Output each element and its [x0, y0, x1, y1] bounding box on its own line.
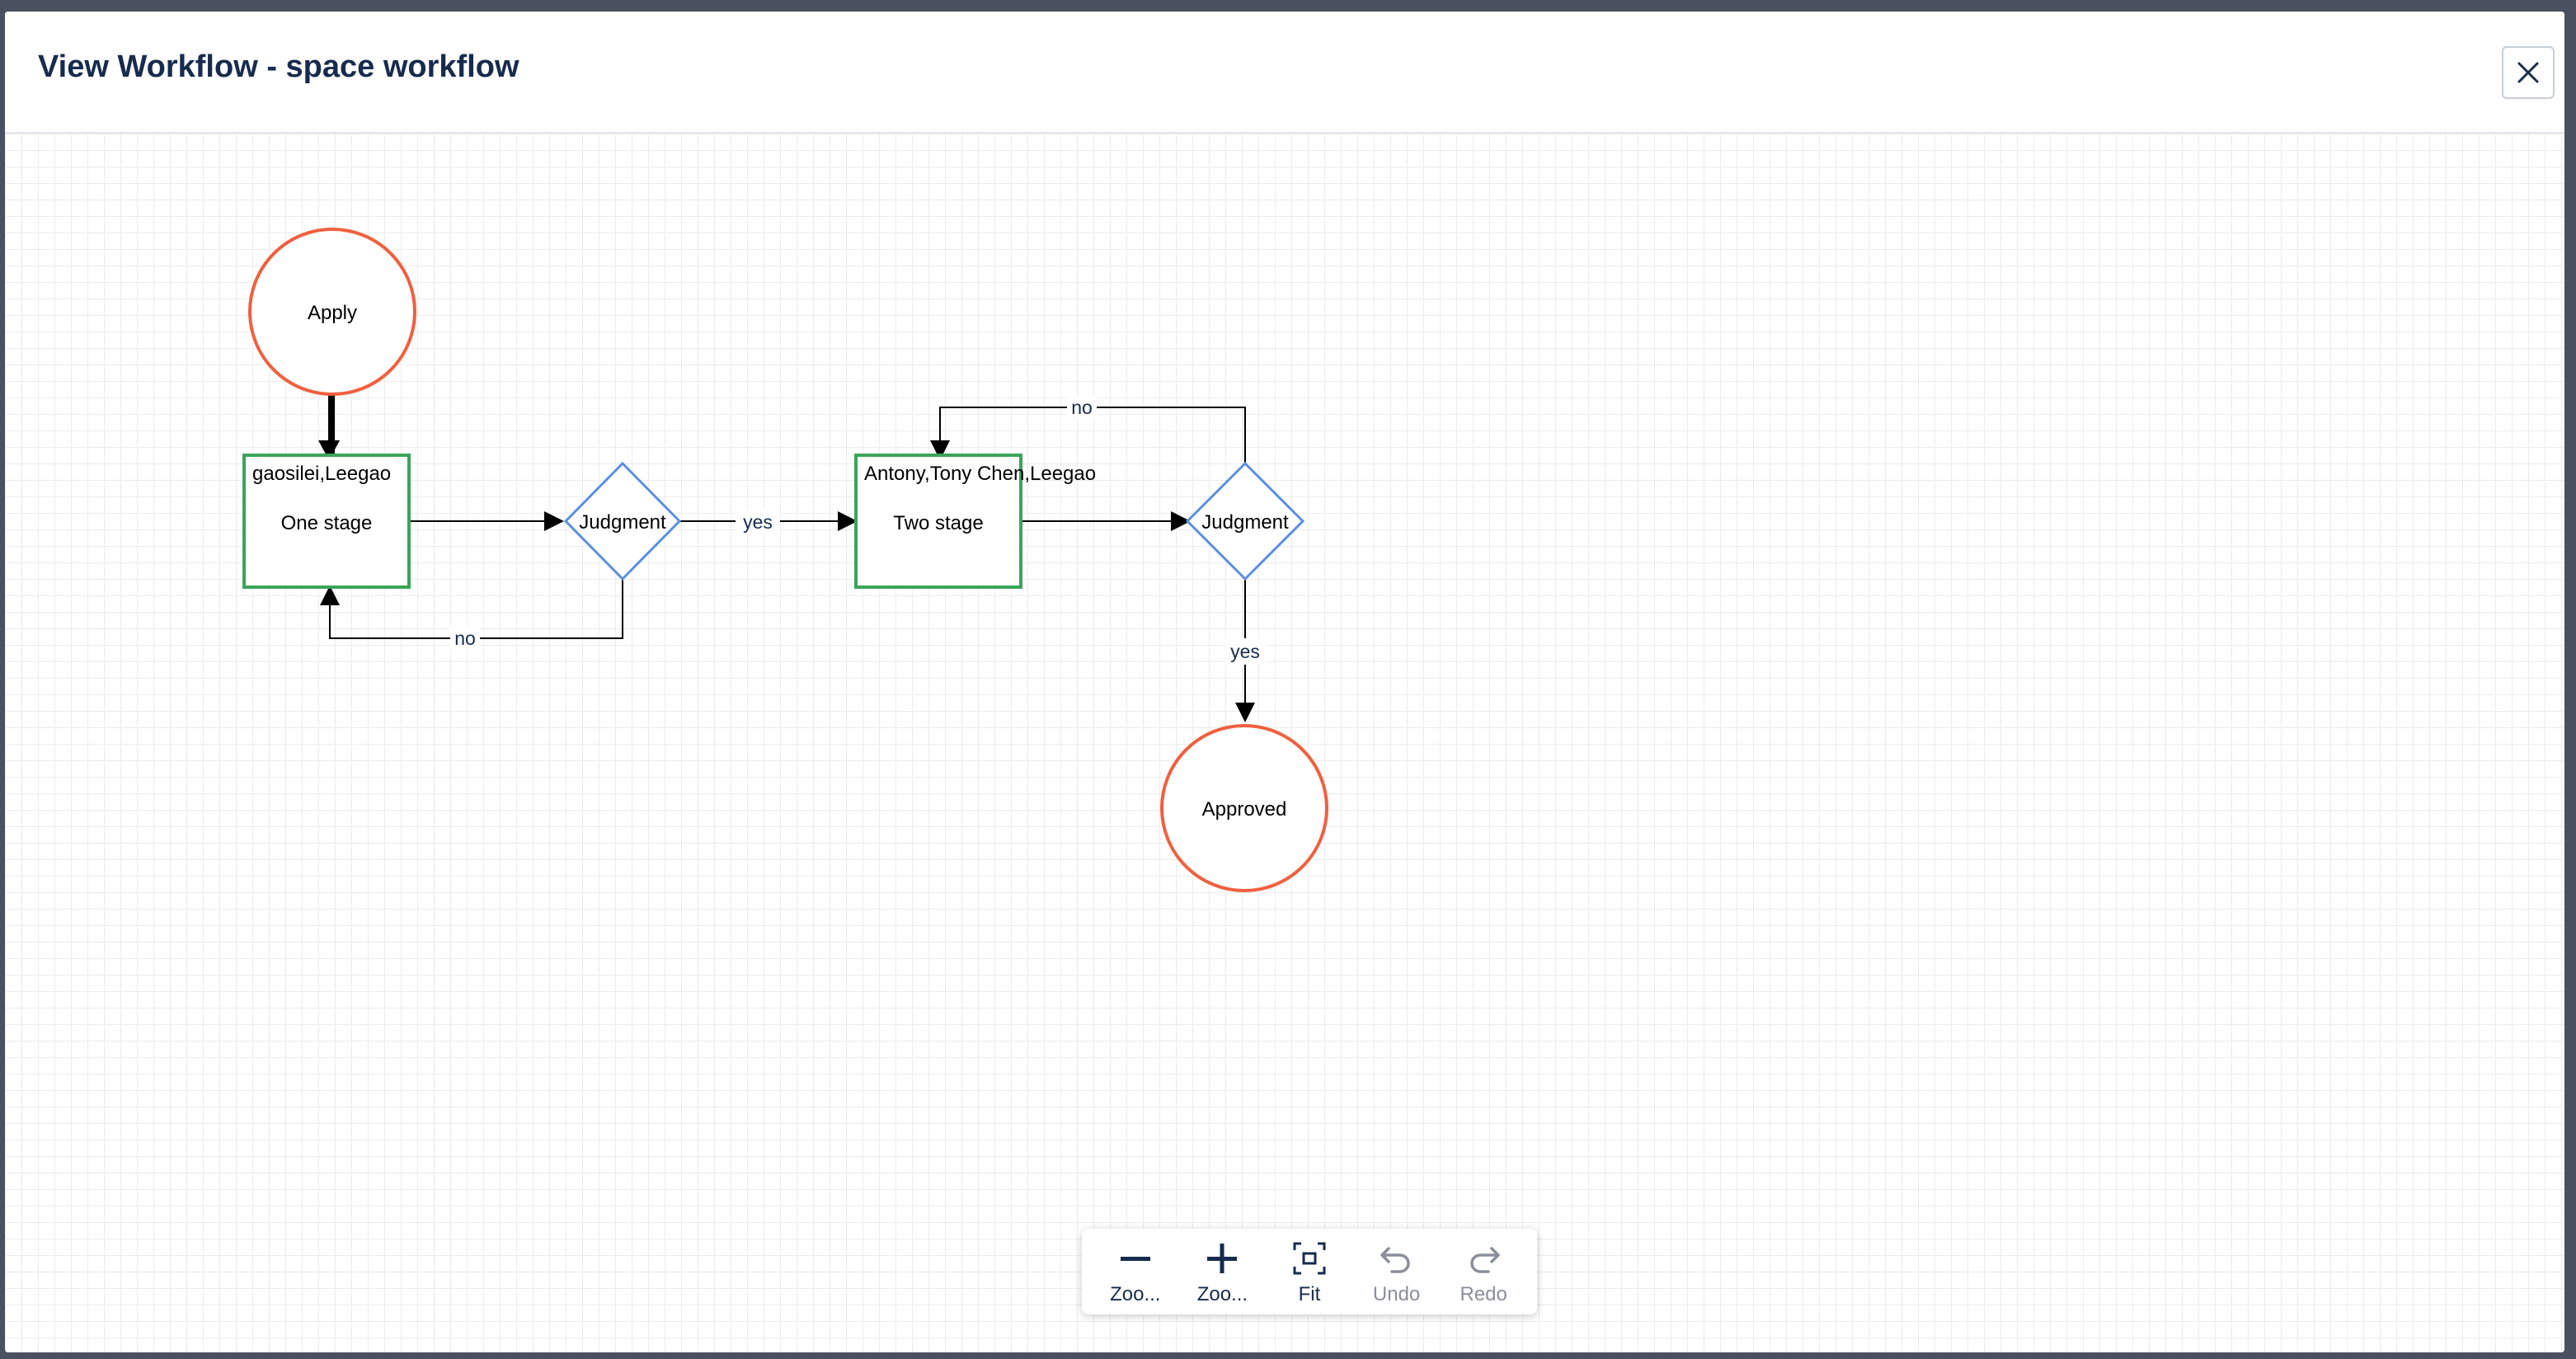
- zoom-out-button[interactable]: Zoo...: [1094, 1229, 1177, 1314]
- node-stage2-label: Two stage: [893, 512, 983, 534]
- edge-judgment2-no: no: [930, 396, 1246, 463]
- zoom-out-label: Zoo...: [1110, 1283, 1161, 1305]
- node-judgment1-label: Judgment: [579, 511, 666, 534]
- node-judgment2[interactable]: Judgment: [1185, 461, 1305, 581]
- node-apply[interactable]: Apply: [248, 228, 416, 396]
- node-approved[interactable]: Approved: [1160, 724, 1328, 892]
- minus-icon: [1120, 1257, 1150, 1261]
- workflow-diagram: yes no no: [242, 228, 1328, 892]
- zoom-in-button[interactable]: Zoo...: [1181, 1229, 1263, 1314]
- node-stage2[interactable]: Antony,Tony Chen,Leegao Two stage: [854, 454, 1096, 589]
- fit-button[interactable]: Fit: [1268, 1229, 1351, 1314]
- close-icon: [2517, 62, 2539, 83]
- view-workflow-modal: View Workflow - space workflow: [5, 12, 2564, 1352]
- redo-icon: [1470, 1247, 1500, 1273]
- node-stage1-assignees: gaosilei,Leegao: [252, 463, 391, 485]
- plus-icon: [1207, 1244, 1238, 1273]
- node-stage1-label: One stage: [281, 512, 373, 534]
- node-judgment2-label: Judgment: [1201, 511, 1289, 534]
- node-stage1[interactable]: gaosilei,Leegao One stage: [242, 454, 411, 589]
- edge-label-yes: yes: [1230, 641, 1260, 662]
- edge-label-no: no: [1071, 397, 1093, 418]
- zoom-in-label: Zoo...: [1196, 1283, 1248, 1305]
- node-apply-label: Apply: [308, 302, 357, 324]
- edge-stage2-to-judgment2: [1022, 511, 1191, 531]
- fit-screen-icon: [1293, 1242, 1326, 1275]
- edge-judgment1-yes: yes: [679, 510, 858, 534]
- node-approved-label: Approved: [1202, 798, 1287, 821]
- edge-label-yes: yes: [743, 511, 773, 533]
- node-stage2-assignees: Antony,Tony Chen,Leegao: [864, 463, 1096, 485]
- redo-button[interactable]: Redo: [1442, 1229, 1525, 1314]
- edge-judgment1-no: no: [320, 579, 623, 650]
- fit-label: Fit: [1298, 1283, 1321, 1305]
- redo-label: Redo: [1460, 1283, 1507, 1305]
- edge-apply-to-stage1: [318, 394, 340, 460]
- edge-judgment2-yes: yes: [1225, 579, 1267, 722]
- diagram-toolbar: Zoo... Zoo... Fit Undo: [1082, 1229, 1537, 1314]
- edge-label-no: no: [454, 628, 476, 649]
- node-judgment1[interactable]: Judgment: [563, 461, 682, 581]
- modal-header: View Workflow - space workflow: [5, 12, 2564, 134]
- close-button[interactable]: [2502, 46, 2555, 99]
- workflow-canvas[interactable]: yes no no: [5, 134, 2564, 1352]
- modal-title: View Workflow - space workflow: [38, 49, 519, 84]
- undo-icon: [1380, 1247, 1410, 1273]
- undo-label: Undo: [1372, 1283, 1421, 1305]
- edge-stage1-to-judgment1: [411, 511, 564, 531]
- undo-button[interactable]: Undo: [1356, 1229, 1438, 1314]
